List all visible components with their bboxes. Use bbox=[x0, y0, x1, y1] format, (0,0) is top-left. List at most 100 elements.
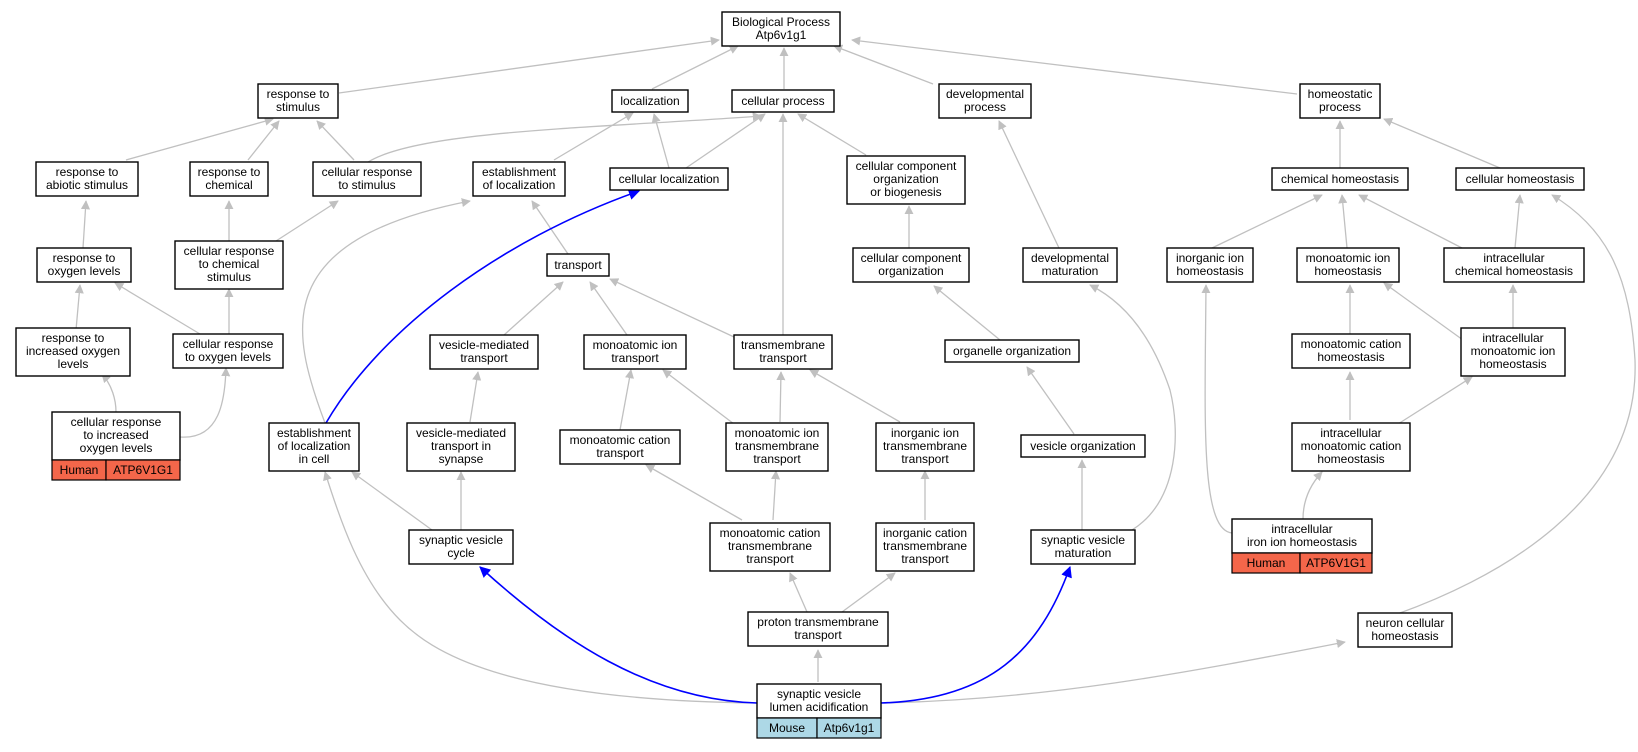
node-cellular-response-to-oxygen-levels[interactable]: cellular response to oxygen levels bbox=[172, 333, 284, 369]
node-intracellular-monoatomic-cation-homeostasis[interactable]: intracellular monoatomic cation homeosta… bbox=[1291, 422, 1411, 472]
svg-text:chemical homeostasis: chemical homeostasis bbox=[1455, 264, 1573, 278]
svg-text:oxygen levels: oxygen levels bbox=[80, 441, 153, 455]
node-monoatomic-cation-homeostasis[interactable]: monoatomic cation homeostasis bbox=[1291, 333, 1411, 369]
node-intracellular-chemical-homeostasis[interactable]: intracellular chemical homeostasis bbox=[1443, 247, 1585, 283]
edge-cellular-increased-oxygen-cellular-oxygen bbox=[179, 367, 231, 438]
node-monoatomic-ion-transmembrane-transport[interactable]: monoatomic ion transmembrane transport bbox=[725, 422, 829, 472]
gene-cell bbox=[105, 459, 181, 481]
node-developmental-maturation[interactable]: developmental maturation bbox=[1022, 247, 1118, 283]
node-establishment-of-localization[interactable]: establishment of localization bbox=[472, 161, 566, 197]
svg-text:transport: transport bbox=[611, 351, 659, 365]
svg-text:localization: localization bbox=[620, 94, 679, 108]
node-synaptic-vesicle-cycle[interactable]: synaptic vesicle cycle bbox=[408, 529, 514, 565]
edge-blue-elic-cellular-localization bbox=[325, 189, 641, 424]
svg-text:transport: transport bbox=[901, 552, 949, 566]
svg-text:of localization: of localization bbox=[278, 439, 351, 453]
svg-text:cellular response: cellular response bbox=[184, 244, 275, 258]
node-synaptic-vesicle-lumen-acidification[interactable]: synaptic vesicle lumen acidification bbox=[756, 683, 882, 719]
node-proton-transmembrane-transport[interactable]: proton transmembrane transport bbox=[747, 611, 889, 647]
node-vesicle-organization[interactable]: vesicle organization bbox=[1020, 434, 1146, 458]
node-inorganic-cation-transmembrane-transport[interactable]: inorganic cation transmembrane transport bbox=[875, 522, 975, 572]
svg-text:establishment: establishment bbox=[482, 165, 557, 179]
node-cellular-component-organization[interactable]: cellular component organization bbox=[852, 247, 970, 283]
svg-text:cellular response: cellular response bbox=[183, 337, 274, 351]
node-localization[interactable]: localization bbox=[611, 89, 689, 113]
svg-text:response to: response to bbox=[53, 251, 116, 265]
badge-cellular-response-to-increased-oxygen-levels[interactable]: Human ATP6V1G1 bbox=[51, 459, 181, 481]
node-vesicle-mediated-transport-in-synapse[interactable]: vesicle-mediated transport in synapse bbox=[406, 422, 516, 472]
node-monoatomic-cation-transport[interactable]: monoatomic cation transport bbox=[559, 429, 681, 465]
node-chemical-homeostasis[interactable]: chemical homeostasis bbox=[1271, 167, 1409, 191]
svg-text:intracellular: intracellular bbox=[1482, 331, 1543, 345]
node-ccob[interactable]: cellular component organization or bioge… bbox=[846, 155, 966, 205]
edge-inorganic-ion-homeostasis-chemical bbox=[1211, 194, 1323, 249]
svg-text:monoatomic ion: monoatomic ion bbox=[1471, 344, 1556, 358]
node-response-to-oxygen-levels[interactable]: response to oxygen levels bbox=[36, 247, 132, 283]
node-intracellular-monoatomic-ion-homeostasis[interactable]: intracellular monoatomic ion homeostasis bbox=[1460, 327, 1566, 377]
edge-transport-establishment-localization bbox=[531, 200, 569, 255]
edge-chemical-response-to-stimulus bbox=[247, 120, 280, 161]
svg-text:or biogenesis: or biogenesis bbox=[870, 185, 941, 199]
node-cellular-homeostasis[interactable]: cellular homeostasis bbox=[1455, 167, 1585, 191]
node-vesicle-mediated-transport[interactable]: vesicle-mediated transport bbox=[429, 334, 539, 370]
svg-text:synapse: synapse bbox=[439, 452, 484, 466]
svg-text:vesicle-mediated: vesicle-mediated bbox=[439, 338, 529, 352]
svg-text:cellular homeostasis: cellular homeostasis bbox=[1466, 172, 1575, 186]
node-cellular-response-to-stimulus[interactable]: cellular response to stimulus bbox=[312, 161, 422, 197]
node-transport[interactable]: transport bbox=[546, 253, 610, 277]
svg-text:cellular response: cellular response bbox=[71, 415, 162, 429]
svg-text:stimulus: stimulus bbox=[207, 270, 251, 284]
svg-text:organization: organization bbox=[873, 172, 938, 186]
svg-text:transport: transport bbox=[596, 446, 644, 460]
svg-text:response to: response to bbox=[42, 331, 105, 345]
svg-text:in cell: in cell bbox=[299, 452, 330, 466]
node-cellular-process[interactable]: cellular process bbox=[731, 89, 835, 113]
svg-text:synaptic vesicle: synaptic vesicle bbox=[419, 533, 503, 547]
svg-text:transport: transport bbox=[746, 552, 794, 566]
svg-text:synaptic vesicle: synaptic vesicle bbox=[777, 687, 861, 701]
node-monoatomic-ion-homeostasis[interactable]: monoatomic ion homeostasis bbox=[1296, 247, 1400, 283]
edge-svla-neuron-homeostasis bbox=[879, 639, 1346, 704]
node-neuron-cellular-homeostasis[interactable]: neuron cellular homeostasis bbox=[1357, 612, 1453, 648]
node-response-to-stimulus[interactable]: response to stimulus bbox=[257, 83, 339, 119]
node-intracellular-iron-ion-homeostasis[interactable]: intracellular iron ion homeostasis bbox=[1231, 518, 1373, 554]
svg-text:transmembrane: transmembrane bbox=[741, 338, 825, 352]
svg-text:to increased: to increased bbox=[83, 428, 148, 442]
svg-text:to stimulus: to stimulus bbox=[338, 178, 395, 192]
edge-iron-ion-inorganic-ion-homeostasis bbox=[1201, 284, 1233, 534]
node-inorganic-ion-transmembrane-transport[interactable]: inorganic ion transmembrane transport bbox=[875, 422, 975, 472]
svg-text:monoatomic cation: monoatomic cation bbox=[720, 526, 821, 540]
badge-intracellular-iron-ion-homeostasis[interactable]: Human ATP6V1G1 bbox=[1231, 552, 1373, 574]
node-biological-process-root[interactable]: Biological Process Atp6v1g1 bbox=[721, 11, 841, 47]
node-response-to-increased-oxygen-levels[interactable]: response to increased oxygen levels bbox=[15, 327, 131, 377]
svg-text:synaptic vesicle: synaptic vesicle bbox=[1041, 533, 1125, 547]
root-gene: Atp6v1g1 bbox=[756, 28, 807, 42]
svg-text:transport: transport bbox=[901, 452, 949, 466]
badge-synaptic-vesicle-lumen-acidification[interactable]: Mouse Atp6v1g1 bbox=[756, 717, 882, 739]
svg-text:transport: transport bbox=[460, 351, 508, 365]
node-cellular-localization[interactable]: cellular localization bbox=[609, 167, 729, 191]
node-cellular-response-to-increased-oxygen-levels[interactable]: cellular response to increased oxygen le… bbox=[51, 411, 181, 461]
node-monoatomic-cation-transmembrane-transport[interactable]: monoatomic cation transmembrane transpor… bbox=[709, 522, 831, 572]
node-response-to-chemical[interactable]: response to chemical bbox=[189, 161, 269, 197]
edge-organelle-cco bbox=[933, 285, 1001, 341]
node-synaptic-vesicle-maturation[interactable]: synaptic vesicle maturation bbox=[1030, 529, 1136, 565]
node-transmembrane-transport[interactable]: transmembrane transport bbox=[733, 334, 833, 370]
svg-text:homeostasis: homeostasis bbox=[1176, 264, 1243, 278]
node-monoatomic-ion-transport[interactable]: monoatomic ion transport bbox=[583, 334, 687, 370]
gene-cell bbox=[816, 717, 882, 739]
node-organelle-organization[interactable]: organelle organization bbox=[944, 339, 1080, 363]
node-cellular-response-to-chemical-stimulus[interactable]: cellular response to chemical stimulus bbox=[174, 240, 284, 290]
edge-svm-dev-maturation bbox=[1089, 284, 1176, 531]
svg-text:homeostasis: homeostasis bbox=[1371, 629, 1438, 643]
svg-text:vesicle-mediated: vesicle-mediated bbox=[416, 426, 506, 440]
svg-text:levels: levels bbox=[58, 357, 89, 371]
node-developmental-process[interactable]: developmental process bbox=[938, 83, 1032, 119]
edge-dev-maturation-dev-process bbox=[998, 120, 1060, 249]
svg-text:cellular localization: cellular localization bbox=[619, 172, 720, 186]
node-homeostatic-process[interactable]: homeostatic process bbox=[1299, 83, 1381, 119]
node-response-to-abiotic-stimulus[interactable]: response to abiotic stimulus bbox=[35, 161, 139, 197]
node-establishment-of-localization-in-cell[interactable]: establishment of localization in cell bbox=[268, 422, 360, 472]
edge-vmt-transport bbox=[503, 281, 564, 336]
node-inorganic-ion-homeostasis[interactable]: inorganic ion homeostasis bbox=[1166, 247, 1254, 283]
